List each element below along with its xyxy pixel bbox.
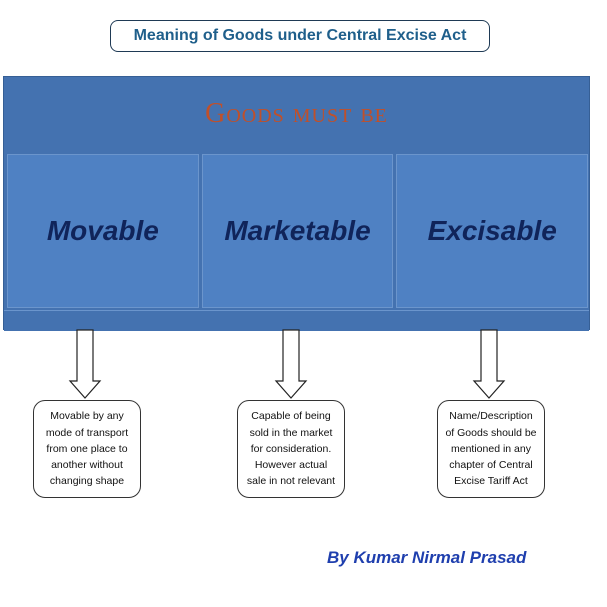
note-marketable: Capable of being sold in the market for … [237, 400, 345, 498]
note-movable-text: Movable by any mode of transport from on… [45, 410, 129, 488]
note-movable: Movable by any mode of transport from on… [33, 400, 141, 498]
banner-header: Goods must be [4, 77, 589, 151]
cell-movable-label: Movable [46, 215, 159, 246]
cell-marketable-label: Marketable [224, 215, 371, 246]
note-excisable-text: Name/Description of Goods should be ment… [445, 410, 537, 488]
note-excisable: Name/Description of Goods should be ment… [437, 400, 545, 498]
criteria-cells: Movable Marketable Excisable [7, 154, 589, 308]
down-arrow-icon-excisable [472, 329, 506, 399]
down-arrow-icon-movable [68, 329, 102, 399]
banner-footer [4, 310, 589, 331]
cell-movable: Movable [7, 154, 199, 308]
cell-excisable: Excisable [396, 154, 589, 308]
goods-banner: Goods must be Movable Marketable Excisab… [3, 76, 590, 331]
diagram-title: Meaning of Goods under Central Excise Ac… [110, 20, 490, 52]
down-arrow-icon-marketable [274, 329, 308, 399]
author-credit: By Kumar Nirmal Prasad [327, 548, 526, 568]
author-credit-text: By Kumar Nirmal Prasad [327, 548, 527, 567]
cell-marketable: Marketable [201, 154, 394, 308]
note-marketable-text: Capable of being sold in the market for … [246, 410, 336, 488]
cell-excisable-label: Excisable [427, 215, 557, 246]
diagram-title-text: Meaning of Goods under Central Excise Ac… [133, 27, 467, 44]
banner-header-text: Goods must be [205, 98, 388, 129]
